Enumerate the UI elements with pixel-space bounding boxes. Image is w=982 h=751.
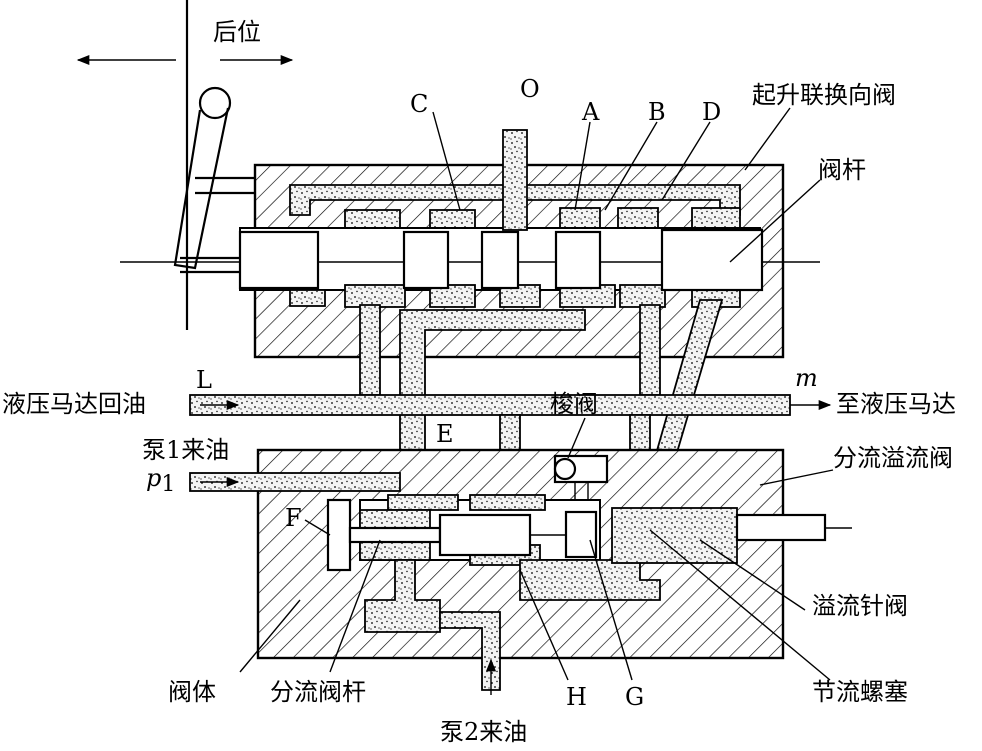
flow-relief-valve-body xyxy=(189,448,785,691)
return-port-o xyxy=(502,129,528,231)
label-l: L xyxy=(196,366,212,394)
control-lever[interactable] xyxy=(173,0,255,330)
divider-rod xyxy=(326,498,598,572)
shuttle-valve xyxy=(553,454,609,500)
label-relief-needle: 溢流针阀 xyxy=(812,592,908,620)
label-pump2-inlet: 泵2来油 xyxy=(440,718,527,746)
label-e: E xyxy=(436,420,454,448)
label-o: O xyxy=(520,75,540,103)
label-m: m xyxy=(795,364,818,392)
label-motor-return: 液压马达回油 xyxy=(2,390,146,418)
label-lift-valve: 起升联换向阀 xyxy=(752,81,896,109)
label-to-motor: 至液压马达 xyxy=(836,390,956,418)
label-a: A xyxy=(581,98,600,126)
label-h: H xyxy=(566,683,587,711)
relief-needle xyxy=(735,513,852,542)
valve-rod xyxy=(120,228,820,292)
label-flow-relief-valve: 分流溢流阀 xyxy=(833,444,953,472)
label-p1: p1 xyxy=(146,464,175,497)
label-b: B xyxy=(648,98,666,126)
label-g: G xyxy=(625,683,644,711)
label-f: F xyxy=(285,504,302,532)
label-pump1-inlet: 泵1来油 xyxy=(142,436,229,464)
leader-lines xyxy=(239,107,834,681)
label-valve-body: 阀体 xyxy=(168,678,216,706)
label-divider-rod: 分流阀杆 xyxy=(270,678,366,706)
label-throttle-plug: 节流螺塞 xyxy=(812,678,908,706)
label-d: D xyxy=(702,98,721,126)
label-shuttle-valve: 梭阀 xyxy=(550,390,598,418)
label-c: C xyxy=(410,90,428,118)
label-valve-rod: 阀杆 xyxy=(818,156,866,184)
label-rear-position: 后位 xyxy=(213,18,261,46)
